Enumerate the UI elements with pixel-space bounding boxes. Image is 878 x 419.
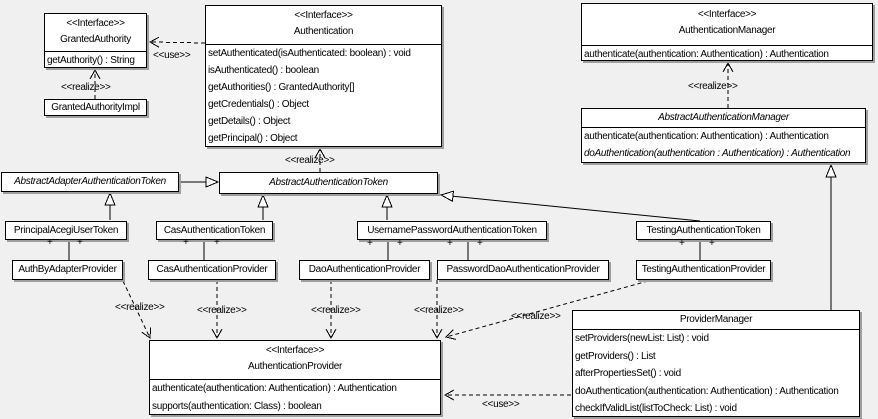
method-label: getAuthority() : String [47,55,135,66]
class-name: UsernamePasswordAuthenticationToken [367,225,537,236]
association-end-label: + [214,237,220,248]
class-authentication-manager[interactable]: <<Interface>> AuthenticationManager auth… [581,3,873,61]
use-stereotype-label: <<use>> [153,50,191,61]
class-abstract-authentication-manager[interactable]: AbstractAuthenticationManager authentica… [581,108,866,163]
association-end-label: + [47,237,53,248]
realize-stereotype-label: <<realize>> [511,311,561,322]
class-name: TestingAuthenticationProvider [641,264,766,275]
class-name: CasAuthenticationToken [163,225,266,236]
class-cas-authentication-provider[interactable]: CasAuthenticationProvider [148,260,276,280]
class-granted-authority[interactable]: <<Interface>> GrantedAuthority getAuthor… [44,13,147,68]
class-authentication[interactable]: <<Interface>> Authentication setAuthenti… [205,5,442,147]
class-name: AbstractAuthenticationToken [269,177,388,188]
association-end-label: + [77,237,83,248]
class-name: AbstractAuthenticationManager [582,109,865,128]
class-name: TestingAuthenticationToken [646,225,761,236]
method-label: getCredentials() : Object [208,99,309,110]
class-name: PrincipalAcegiUserToken [13,225,119,236]
class-name: Authentication [293,26,354,37]
method-label: setAuthenticated(isAuthenticated: boolea… [208,48,411,59]
method-label: getAuthorities() : GrantedAuthority[] [208,82,355,93]
class-name: GrantedAuthorityImpl [51,102,140,113]
method-label: authenticate(authentication: Authenticat… [584,49,829,60]
method-label: authenticate(authentication: Authenticat… [584,131,829,142]
use-authentication-grantedauthority [148,36,206,48]
method-label: getProviders() : List [575,350,656,362]
method-label: authenticate(authentication: Authenticat… [152,383,397,394]
method-label: getDetails() : Object [208,116,291,127]
class-abstract-authentication-token[interactable]: AbstractAuthenticationToken [219,172,438,194]
class-abstract-adapter-authentication-token[interactable]: AbstractAdapterAuthenticationToken [1,172,179,192]
association-end-label: + [397,238,403,249]
class-name: GrantedAuthority [60,34,131,45]
class-name: AuthByAdapterProvider [18,264,117,275]
method-label: afterPropertiesSet() : void [575,368,681,379]
class-principal-acegi-user-token[interactable]: PrincipalAcegiUserToken [5,221,127,240]
class-name: CasAuthenticationProvider [156,264,268,275]
class-auth-by-adapter-provider[interactable]: AuthByAdapterProvider [12,260,123,280]
class-testing-authentication-provider[interactable]: TestingAuthenticationProvider [636,260,771,280]
class-testing-authentication-token[interactable]: TestingAuthenticationToken [636,221,771,240]
association-end-label: + [367,238,373,249]
class-name: PasswordDaoAuthenticationProvider [446,264,600,275]
class-header: <<Interface>> Authentication [206,6,441,45]
realize-stereotype-label: <<realize>> [414,305,464,316]
method-label: supports(authentication: Class) : boolea… [152,401,322,412]
use-stereotype-label: <<use>> [482,399,520,410]
realize-stereotype-label: <<realize>> [688,81,738,92]
realize-stereotype-label: <<realize>> [311,305,361,316]
class-name: ProviderManager [573,311,859,330]
class-password-dao-authentication-provider[interactable]: PasswordDaoAuthenticationProvider [437,260,609,280]
stereotype-label: <<Interface>> [697,9,757,20]
class-name: AuthenticationManager [678,25,776,36]
class-name: AuthenticationProvider [247,361,342,372]
method-label: getPrincipal() : Object [208,133,298,144]
class-username-password-authentication-token[interactable]: UsernamePasswordAuthenticationToken [357,221,547,240]
method-label: doAuthentication(authentication: Authent… [575,385,839,397]
method-label: doAuthentication(authentication : Authen… [584,148,851,159]
association-end-label: + [447,238,453,249]
association-end-label: + [477,238,483,249]
realize-stereotype-label: <<realize>> [61,82,111,93]
association-end-label: + [709,238,715,249]
method-label: setProviders(newList: List) : void [575,333,709,344]
class-name: DaoAuthenticationProvider [308,264,421,275]
stereotype-label: <<Interface>> [265,345,325,356]
realize-stereotype-label: <<realize>> [197,305,247,316]
class-header: <<Interface>> GrantedAuthority [45,14,146,52]
association-end-label: + [183,237,189,248]
realize-stereotype-label: <<realize>> [115,302,165,313]
class-dao-authentication-provider[interactable]: DaoAuthenticationProvider [299,260,430,280]
class-provider-manager[interactable]: ProviderManager setProviders(newList: Li… [572,310,860,417]
class-header: <<Interface>> AuthenticationProvider [150,341,440,380]
generalization-testingauthenticationtoken-abstractauthenticationtoken [441,195,701,222]
method-label: isAuthenticated() : boolean [208,65,319,76]
class-cas-authentication-token[interactable]: CasAuthenticationToken [156,221,273,240]
realize-authbyadapterprovider-authenticationprovider [122,280,152,339]
realize-stereotype-label: <<realize>> [285,155,335,166]
class-header: <<Interface>> AuthenticationManager [582,4,872,46]
stereotype-label: <<Interface>> [294,10,353,21]
class-authentication-provider[interactable]: <<Interface>> AuthenticationProvider aut… [149,340,441,415]
method-label: checkIfValidList(listToCheck: List) : vo… [575,403,737,414]
association-end-label: + [679,238,685,249]
stereotype-label: <<Interface>> [66,18,125,29]
class-name: AbstractAdapterAuthenticationToken [14,176,166,187]
class-granted-authority-impl[interactable]: GrantedAuthorityImpl [44,99,147,116]
